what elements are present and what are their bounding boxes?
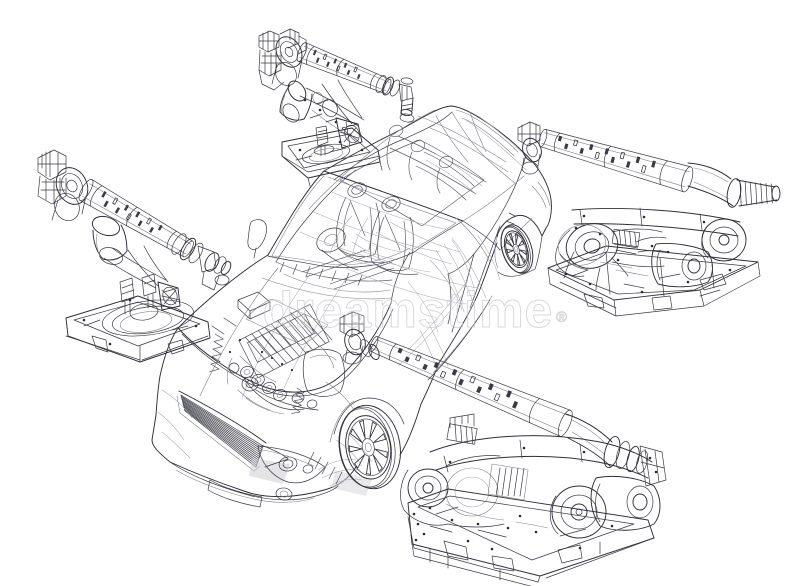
- svg-text:®: ®: [556, 309, 567, 326]
- svg-text:dreamstime: dreamstime: [263, 282, 554, 338]
